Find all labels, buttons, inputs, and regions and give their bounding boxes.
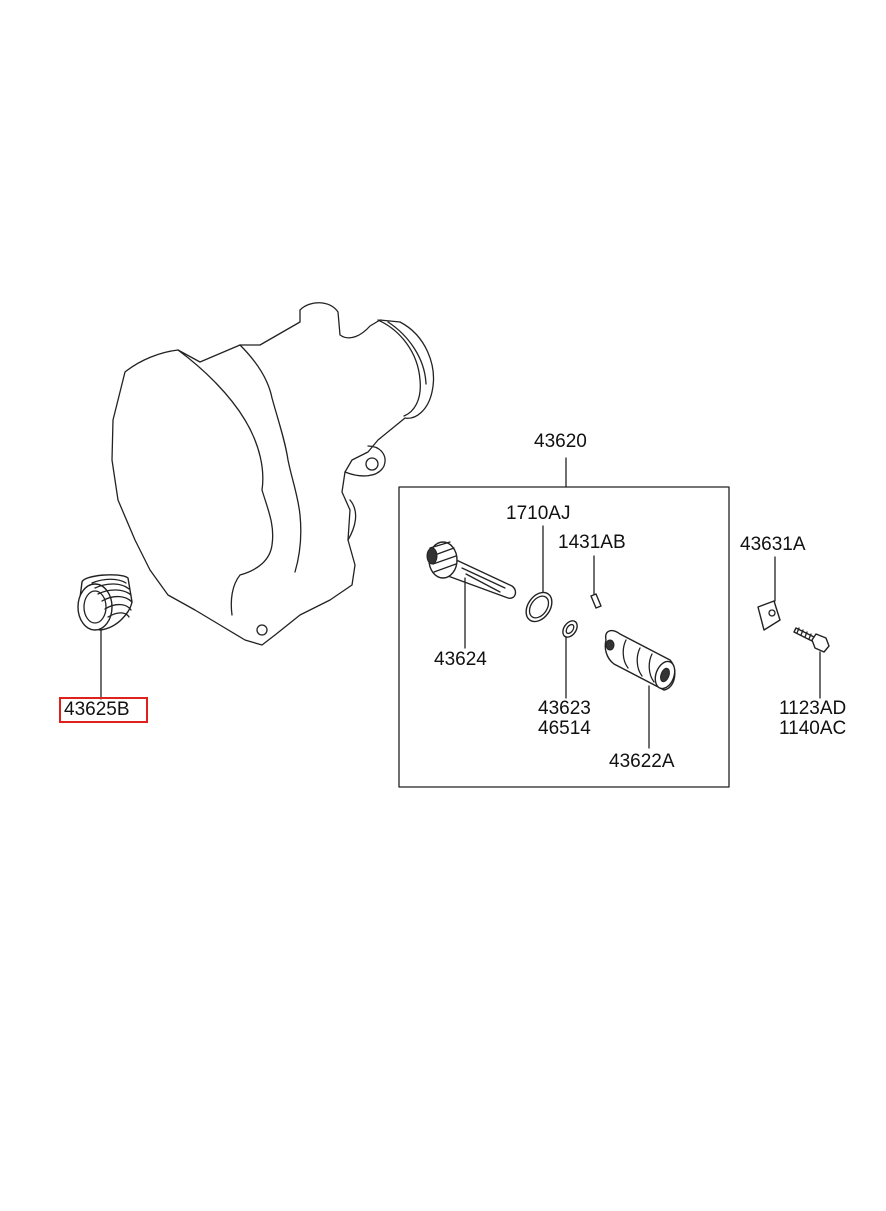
label-43620: 43620 — [534, 431, 587, 452]
label-1123AD: 1123AD — [779, 698, 847, 719]
label-1431AB: 1431AB — [558, 532, 626, 553]
pin-part — [590, 555, 602, 609]
label-46514: 46514 — [538, 718, 591, 739]
driven-gear-part — [426, 541, 517, 649]
label-1140AC: 1140AC — [779, 718, 847, 739]
label-43623: 43623 — [538, 698, 591, 719]
label-43625B[interactable]: 43625B — [64, 699, 130, 720]
plug-part — [77, 574, 133, 700]
seal-part — [562, 620, 578, 699]
assembly-group-box — [398, 457, 730, 788]
bolt-part — [793, 627, 830, 699]
sleeve-part — [604, 629, 676, 749]
label-43631A: 43631A — [740, 534, 806, 555]
transmission-housing — [111, 302, 435, 646]
label-43622A: 43622A — [609, 751, 675, 772]
bracket-part — [757, 556, 781, 631]
label-1710AJ: 1710AJ — [506, 503, 571, 524]
oring-part — [525, 525, 553, 623]
label-43624: 43624 — [434, 649, 487, 670]
highlighted-part-box[interactable] — [59, 697, 148, 723]
